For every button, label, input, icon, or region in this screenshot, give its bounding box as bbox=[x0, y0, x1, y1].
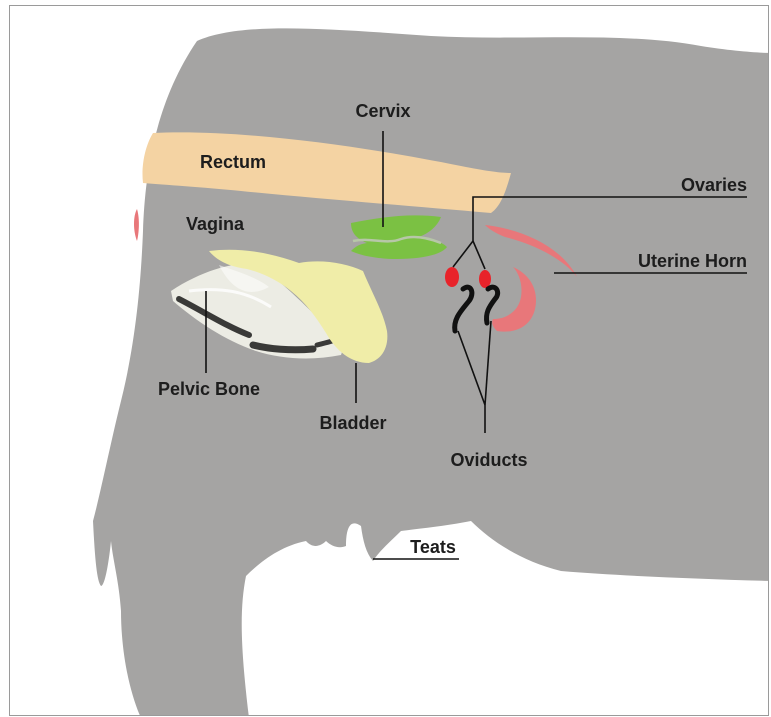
label-oviducts: Oviducts bbox=[450, 450, 527, 470]
label-teats: Teats bbox=[410, 537, 456, 557]
cow-body-silhouette bbox=[93, 28, 769, 716]
label-rectum: Rectum bbox=[200, 152, 266, 172]
diagram-frame: Cervix Rectum Vagina Ovaries Uterine Hor… bbox=[9, 5, 769, 716]
label-cervix: Cervix bbox=[355, 101, 410, 121]
reproductive-anatomy-diagram: Cervix Rectum Vagina Ovaries Uterine Hor… bbox=[9, 5, 769, 716]
label-vagina: Vagina bbox=[186, 214, 245, 234]
label-ovaries: Ovaries bbox=[681, 175, 747, 195]
ovary-left bbox=[445, 267, 459, 287]
label-pelvic-bone: Pelvic Bone bbox=[158, 379, 260, 399]
label-uterine-horn: Uterine Horn bbox=[638, 251, 747, 271]
ovary-right bbox=[479, 270, 491, 288]
label-bladder: Bladder bbox=[319, 413, 386, 433]
left-edge-red-mark bbox=[134, 209, 139, 241]
